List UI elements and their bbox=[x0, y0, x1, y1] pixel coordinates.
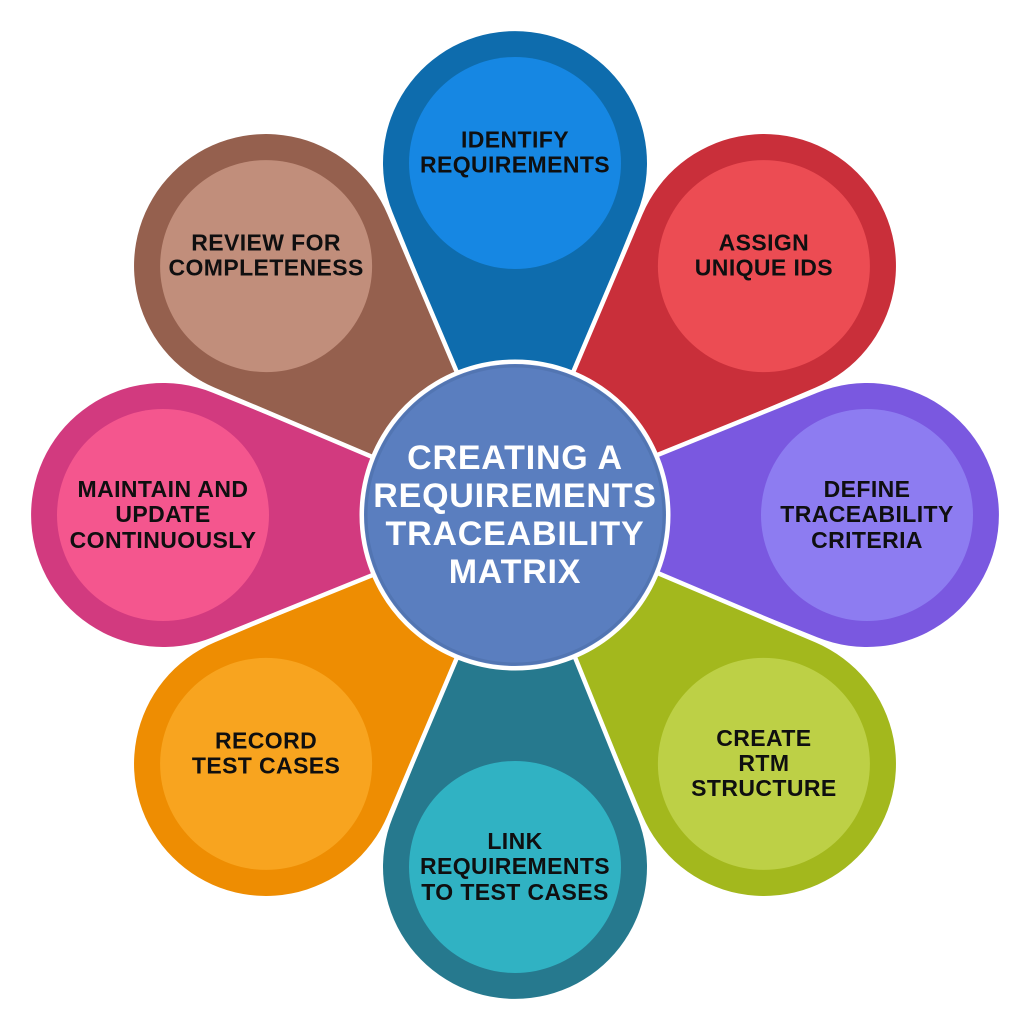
petal-label-line: MAINTAIN AND bbox=[77, 476, 249, 503]
center-circle bbox=[359, 359, 671, 671]
petal-label-line: CONTINUOUSLY bbox=[69, 526, 257, 553]
petal-label-line: LINK bbox=[487, 828, 543, 855]
diagram-title-line: CREATING A bbox=[407, 438, 623, 477]
petal-label-line: UPDATE bbox=[115, 501, 211, 528]
petal-label-line: DEFINE bbox=[823, 476, 911, 503]
petal-inner-record-test-cases bbox=[160, 657, 373, 870]
petal-label-line: UNIQUE IDS bbox=[694, 255, 833, 282]
petal-label-line: STRUCTURE bbox=[691, 775, 837, 802]
petal-label-line: COMPLETENESS bbox=[168, 255, 364, 282]
petal-inner-identify-requirements bbox=[409, 57, 621, 269]
petal-label-line: REQUIREMENTS bbox=[419, 853, 611, 880]
petal-label-line: CREATE bbox=[716, 724, 812, 751]
petal-inner-assign-unique-ids bbox=[657, 160, 870, 373]
petal-inner-review-for-completeness bbox=[160, 160, 373, 373]
petal-label-line: CRITERIA bbox=[811, 526, 923, 553]
diagram-title-line: TRACEABILITY bbox=[385, 515, 645, 553]
petal-label-line: TRACEABILITY bbox=[780, 501, 954, 528]
petal-label-line: IDENTIFY bbox=[461, 126, 569, 153]
diagram-title: CREATING A REQUIREMENTS TRACEABILITY MAT… bbox=[359, 439, 671, 591]
petal-inner-maintain-and-update-continuously bbox=[57, 409, 269, 621]
petal-inner-define-traceability-criteria bbox=[761, 409, 973, 621]
petal-inner-create-rtm-structure bbox=[657, 657, 870, 870]
petal-inner-link-requirements-to-test-cases bbox=[409, 761, 621, 973]
petal-label-line: TO TEST CASES bbox=[421, 878, 609, 905]
diagram-title-line: REQUIREMENTS bbox=[373, 476, 657, 515]
diagram-title-line: MATRIX bbox=[448, 553, 582, 592]
petal-label-line: REVIEW FOR bbox=[191, 229, 341, 256]
petal-label-line: ASSIGN bbox=[718, 229, 810, 256]
petal-label-line: REQUIREMENTS bbox=[419, 152, 611, 178]
center-circle-rim bbox=[364, 364, 666, 666]
petal-label-line: RECORD bbox=[215, 727, 318, 754]
petal-label-line: RTM bbox=[738, 750, 790, 777]
petal-label-line: TEST CASES bbox=[191, 752, 341, 779]
